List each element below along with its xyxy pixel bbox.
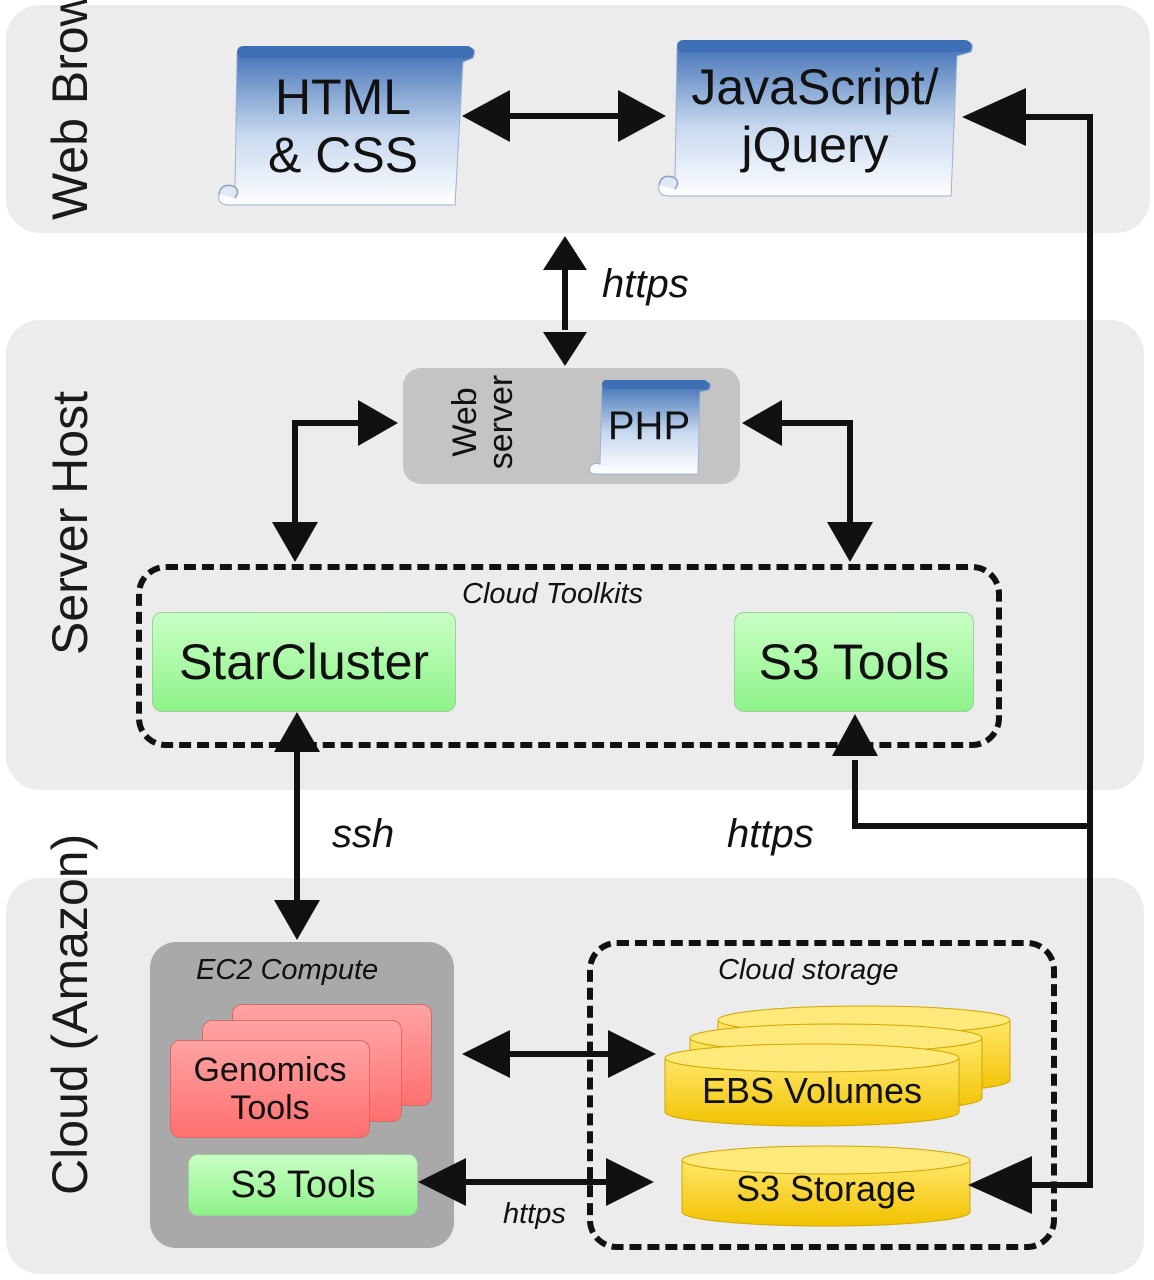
https-browser-label: https: [602, 262, 689, 306]
s3-tools-cloud-box: S3 Tools: [188, 1154, 418, 1216]
cloud-toolkits-container: [136, 564, 1002, 748]
php-label: PHP: [607, 404, 691, 448]
php-scroll: PHP: [588, 378, 713, 478]
cloud-toolkits-label: Cloud Toolkits: [462, 578, 644, 610]
scroll-icon: [589, 380, 711, 475]
arrow-browser-server: [543, 236, 587, 366]
https-s3tools-label: https: [727, 812, 814, 856]
arrow-html-js: [462, 90, 666, 142]
genomics-tools-label: Genomics Tools: [193, 1051, 347, 1127]
html-css-scroll: HTML & CSS: [215, 40, 477, 210]
arrow-ec2-ebs: [462, 1030, 656, 1078]
cloud-storage-container: [587, 940, 1057, 1250]
scroll-icon: [658, 40, 973, 197]
ssh-label: ssh: [332, 812, 395, 856]
https-storage-label: https: [503, 1198, 566, 1230]
html-css-label: HTML & CSS: [267, 69, 419, 183]
s3-storage-label: S3 Storage: [735, 1168, 917, 1209]
arrow-server-s3tools: [742, 400, 873, 562]
arrow-s3tools-s3storage: [418, 1158, 654, 1206]
starcluster-box: StarCluster: [152, 612, 456, 712]
arrow-starcluster-ec2: [274, 712, 320, 940]
ebs-volumes-label: EBS Volumes: [701, 1070, 923, 1111]
scroll-icon: [218, 46, 475, 206]
ebs-disk-front: [664, 1043, 960, 1127]
ec2-compute-label: EC2 Compute: [196, 954, 379, 986]
arrow-https-trunk: [832, 88, 1093, 1214]
javascript-label: JavaScript/ jQuery: [691, 59, 939, 173]
javascript-scroll: JavaScript/ jQuery: [655, 36, 975, 201]
arrow-server-starcluster: [272, 400, 398, 562]
s3-storage-disk: [681, 1145, 971, 1227]
cloud-storage-label: Cloud storage: [718, 954, 899, 986]
genomics-tools-box: Genomics Tools: [170, 1040, 370, 1138]
s3-tools-server-box: S3 Tools: [734, 612, 974, 712]
